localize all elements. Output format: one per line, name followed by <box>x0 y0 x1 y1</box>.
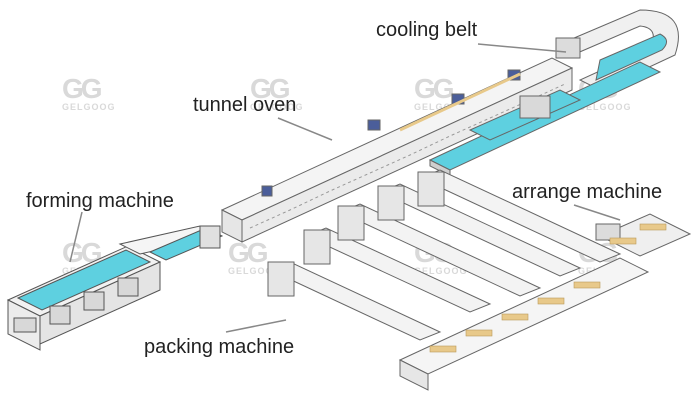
arranged-products <box>429 223 667 353</box>
tunnel-oven-label: tunnel oven <box>193 94 297 116</box>
leader-packing-machine <box>225 319 287 333</box>
forming-machine <box>6 225 224 351</box>
forming-belt <box>16 249 152 311</box>
arrange-machine-label: arrange machine <box>512 181 663 203</box>
packing-machines <box>267 169 622 341</box>
leader-cooling-belt <box>477 43 567 53</box>
arrange-machine <box>398 213 692 391</box>
leader-arrange-machine <box>573 204 621 221</box>
tunnel-oven <box>220 57 574 243</box>
cooling-belt-surface <box>595 33 667 81</box>
leader-forming-machine <box>69 211 83 263</box>
forming-machine-label: forming machine <box>26 190 174 212</box>
cooling-belt <box>428 9 679 177</box>
leader-tunnel-oven <box>277 117 333 141</box>
cooling-belt-label: cooling belt <box>376 19 478 41</box>
packing-machine-label: packing machine <box>144 336 295 358</box>
